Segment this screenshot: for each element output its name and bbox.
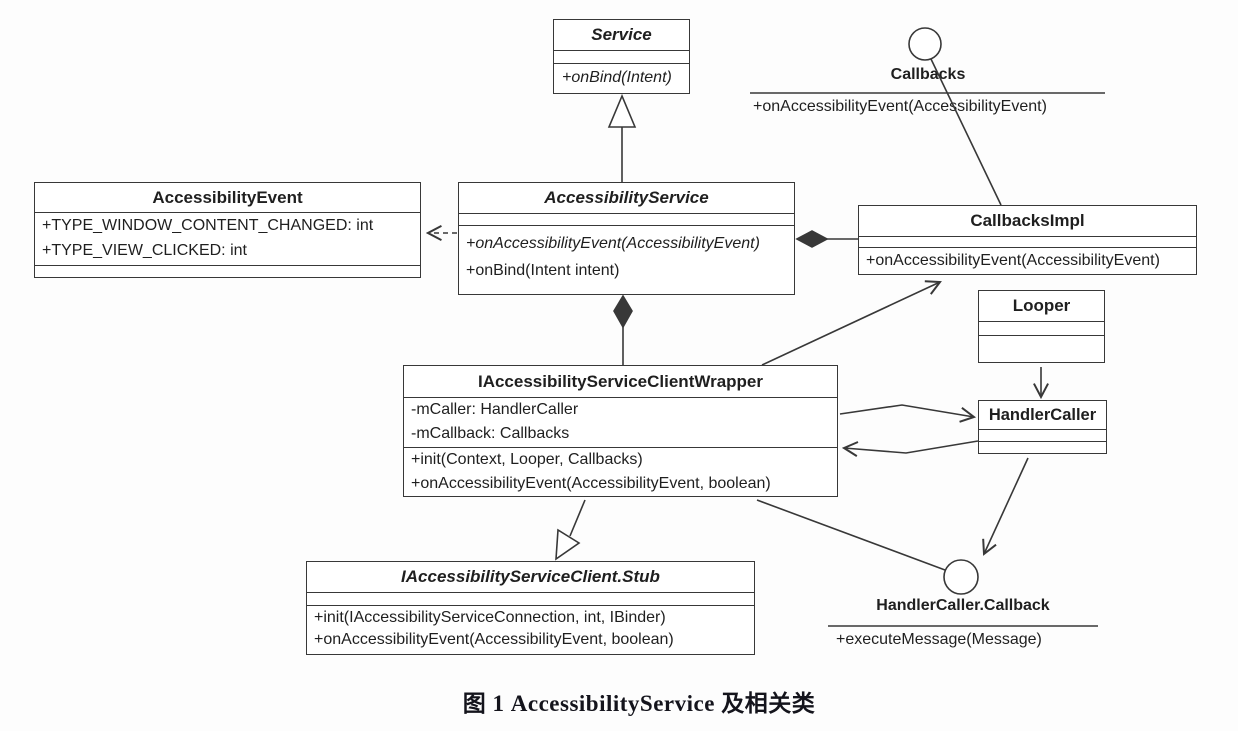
attribute-mcallback: -mCallback: Callbacks xyxy=(411,425,570,442)
method-onbind-intent: +onBind(Intent intent) xyxy=(466,262,620,279)
attributes-section-stub xyxy=(307,592,754,605)
class-box-iaccessibility-service-client-stub: IAccessibilityServiceClient.Stub +init(I… xyxy=(306,561,755,655)
attribute-type-window-content-changed: +TYPE_WINDOW_CONTENT_CHANGED: int xyxy=(42,217,374,234)
association-handlercaller-to-wrapper xyxy=(841,440,979,457)
methods-section-handler-caller xyxy=(979,441,1106,453)
class-box-handler-caller: HandlerCaller xyxy=(978,400,1107,454)
generalization-wrapper-to-stub xyxy=(555,499,586,561)
attribute-type-view-clicked: +TYPE_VIEW_CLICKED: int xyxy=(42,242,247,259)
class-title-handler-caller: HandlerCaller xyxy=(988,405,1097,424)
interface-method-handler-caller-callback: +executeMessage(Message) xyxy=(836,631,1042,648)
class-box-callbacks-impl: CallbacksImpl +onAccessibilityEvent(Acce… xyxy=(858,205,1197,275)
methods-section-stub: +init(IAccessibilityServiceConnection, i… xyxy=(307,605,754,654)
composition-accessibilityservice-callbacksimpl xyxy=(795,230,858,248)
attribute-mcaller: -mCaller: HandlerCaller xyxy=(411,401,579,418)
method-onbind: +onBind(Intent) xyxy=(562,69,672,86)
method-on-accessibility-event-abstract: +onAccessibilityEvent(AccessibilityEvent… xyxy=(466,235,760,252)
interface-label-handler-caller-callback: HandlerCaller.Callback xyxy=(876,597,1050,614)
lollipop-interface-handlercaller-callback xyxy=(828,559,1098,627)
class-title-wrapper: IAccessibilityServiceClientWrapper xyxy=(477,371,764,391)
methods-section-looper xyxy=(979,335,1104,362)
interface-label-callbacks: Callbacks xyxy=(890,66,966,83)
attributes-section-handler-caller xyxy=(979,429,1106,441)
methods-section-accessibility-event xyxy=(35,265,420,277)
attributes-section-service xyxy=(554,50,689,63)
method-init-context: +init(Context, Looper, Callbacks) xyxy=(411,451,643,468)
methods-section-accessibility-service: +onAccessibilityEvent(AccessibilityEvent… xyxy=(459,225,794,294)
link-wrapper-to-handlercaller-callback xyxy=(756,499,946,571)
class-box-accessibility-service: AccessibilityService +onAccessibilityEve… xyxy=(458,182,795,295)
class-title-stub: IAccessibilityServiceClient.Stub xyxy=(401,567,660,586)
class-box-iaccessibility-service-client-wrapper: IAccessibilityServiceClientWrapper -mCal… xyxy=(403,365,838,497)
method-on-accessibility-event-stub: +onAccessibilityEvent(AccessibilityEvent… xyxy=(314,631,674,648)
class-title-callbacks-impl: CallbacksImpl xyxy=(970,211,1085,230)
attributes-section-callbacks-impl xyxy=(859,236,1196,247)
class-box-accessibility-event: AccessibilityEvent +TYPE_WINDOW_CONTENT_… xyxy=(34,182,421,278)
attributes-section-wrapper: -mCaller: HandlerCaller -mCallback: Call… xyxy=(404,397,837,447)
class-title-accessibility-event: AccessibilityEvent xyxy=(152,187,303,207)
attributes-section-accessibility-service xyxy=(459,213,794,225)
class-box-service: Service +onBind(Intent) xyxy=(553,19,690,94)
methods-section-wrapper: +init(Context, Looper, Callbacks) +onAcc… xyxy=(404,447,837,496)
interface-method-callbacks: +onAccessibilityEvent(AccessibilityEvent… xyxy=(753,98,1047,115)
attributes-section-looper xyxy=(979,321,1104,335)
class-title-looper: Looper xyxy=(1012,296,1071,315)
methods-section-callbacks-impl: +onAccessibilityEvent(AccessibilityEvent… xyxy=(859,247,1196,274)
methods-section-service: +onBind(Intent) xyxy=(554,63,689,93)
composition-accessibilityservice-wrapper xyxy=(613,294,633,365)
attributes-section-accessibility-event: +TYPE_WINDOW_CONTENT_CHANGED: int +TYPE_… xyxy=(35,212,420,265)
generalization-accessibilityservice-to-service xyxy=(607,93,637,182)
class-box-looper: Looper xyxy=(978,290,1105,363)
class-title-accessibility-service: AccessibilityService xyxy=(544,188,709,207)
method-on-accessibility-event-impl: +onAccessibilityEvent(AccessibilityEvent… xyxy=(866,252,1160,269)
class-title-service: Service xyxy=(591,25,652,44)
method-init-connection: +init(IAccessibilityServiceConnection, i… xyxy=(314,609,666,626)
lollipop-interface-callbacks xyxy=(750,27,1105,206)
association-handlercaller-to-callback-interface xyxy=(982,457,1029,556)
method-on-accessibility-event-wrapper: +onAccessibilityEvent(AccessibilityEvent… xyxy=(411,475,771,492)
figure-caption: 图 1 AccessibilityService 及相关类 xyxy=(462,691,816,716)
association-wrapper-to-handlercaller xyxy=(839,404,977,423)
